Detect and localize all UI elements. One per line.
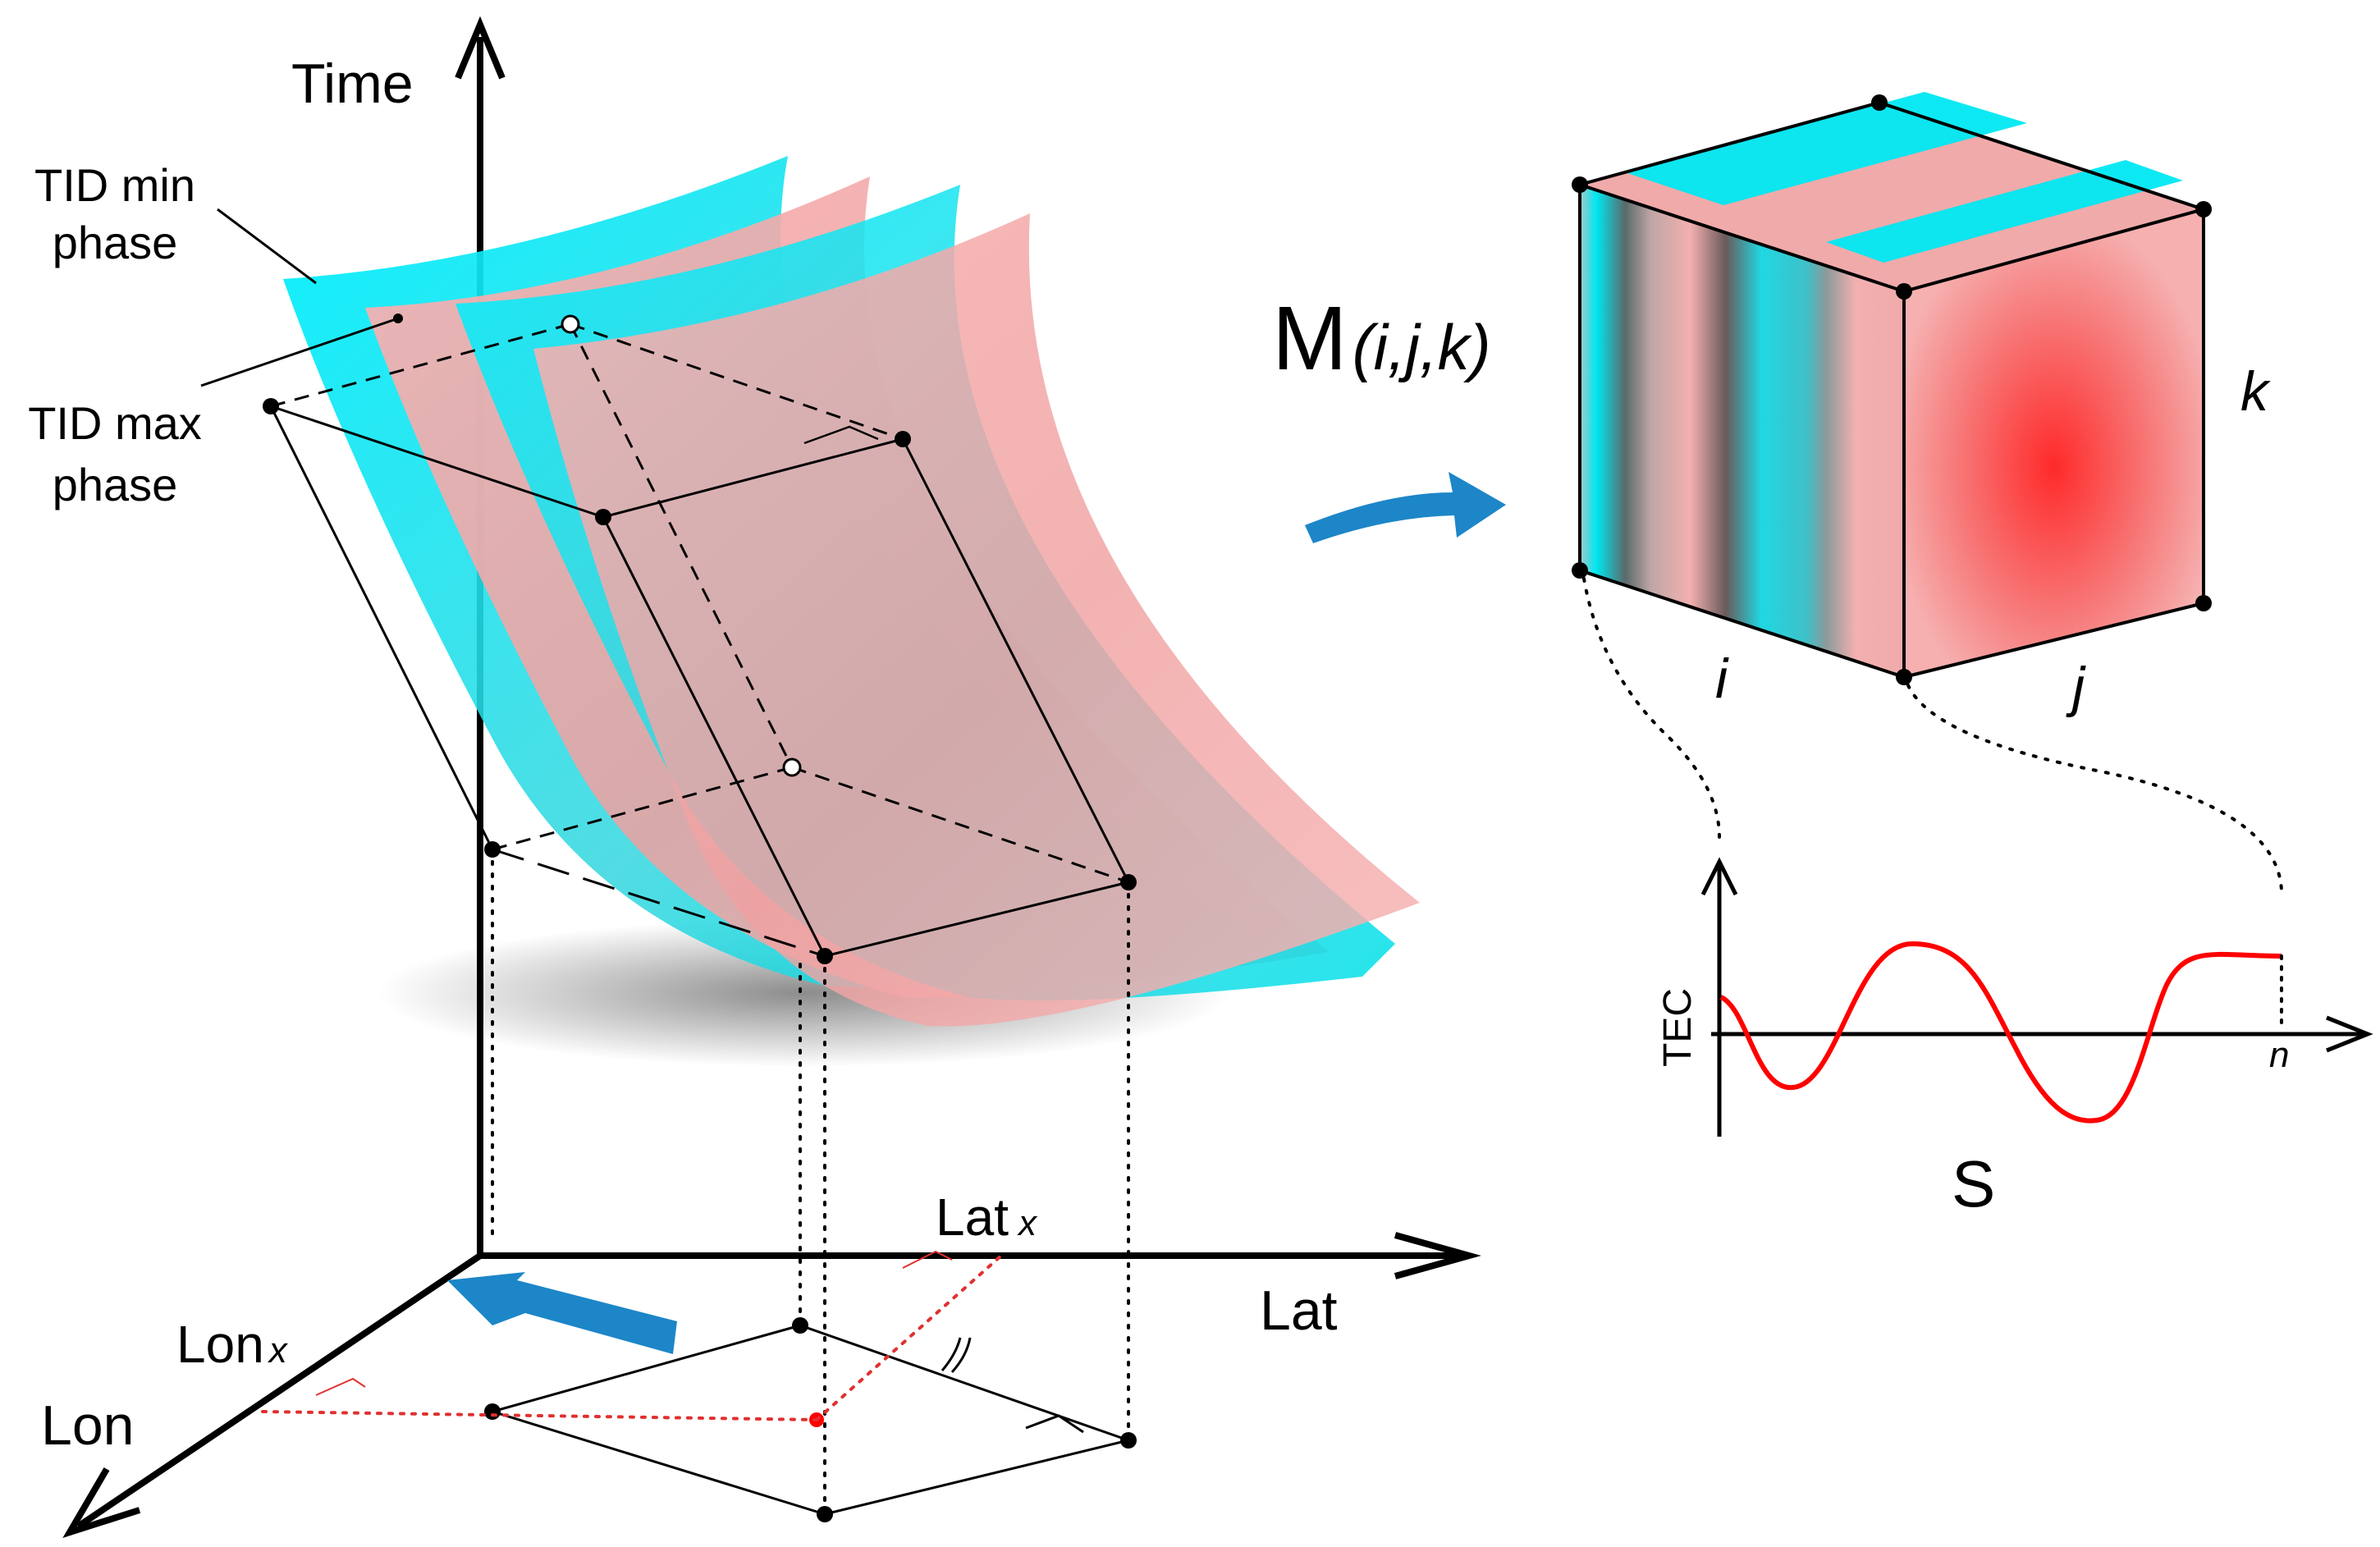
- wireframe-vertices: [263, 314, 1137, 964]
- tec-series-plot: TEC n S: [1656, 857, 2373, 1220]
- tid-min-label-line2: phase: [53, 217, 178, 268]
- cube-to-series-connectors: [1582, 577, 2283, 892]
- projection-lines: [491, 848, 1130, 1508]
- cube-j-label: j: [2066, 656, 2086, 718]
- time-axis-arrowhead: [455, 16, 506, 80]
- lat-axis-arrowhead: [1394, 1232, 1481, 1279]
- cube-front-face: [1580, 185, 1904, 677]
- series-s-label: S: [1952, 1147, 1995, 1220]
- wide-arrow-icon: [447, 1272, 677, 1354]
- lon-label: Lon: [41, 1394, 134, 1457]
- n-label: n: [2269, 1035, 2289, 1075]
- coordinate-guides: [261, 1254, 1003, 1421]
- curved-arrow-icon: [1305, 472, 1506, 543]
- time-label: Time: [291, 53, 414, 115]
- tec-label: TEC: [1656, 988, 1700, 1067]
- cube-k-label: k: [2240, 360, 2271, 423]
- cube-side-face: [1904, 209, 2204, 677]
- tid-max-label-line2: phase: [53, 459, 178, 510]
- tid-max-pointer: [393, 314, 403, 323]
- tid-max-leader: [200, 317, 399, 387]
- cube-i-label: i: [1715, 648, 1729, 710]
- lon-axis: [76, 1252, 483, 1530]
- tid-max-sheet-2: [533, 213, 1420, 1027]
- matrix-label: M(i,j,k): [1272, 288, 1491, 389]
- tec-curve: [1719, 941, 2282, 1124]
- lon-axis-arrowhead: [62, 1467, 141, 1538]
- tid-sheets: [283, 156, 1420, 1027]
- tid-min-leader: [217, 208, 317, 285]
- wireframe-box: [269, 323, 1130, 958]
- data-cube: [1572, 92, 2212, 685]
- tid-min-label-line1: TID min: [34, 159, 195, 211]
- lat-label: Lat: [1260, 1279, 1338, 1342]
- guide-markers: [315, 1250, 953, 1396]
- tid-max-label-line1: TID max: [28, 397, 202, 449]
- ground-vertices: [484, 1317, 1137, 1522]
